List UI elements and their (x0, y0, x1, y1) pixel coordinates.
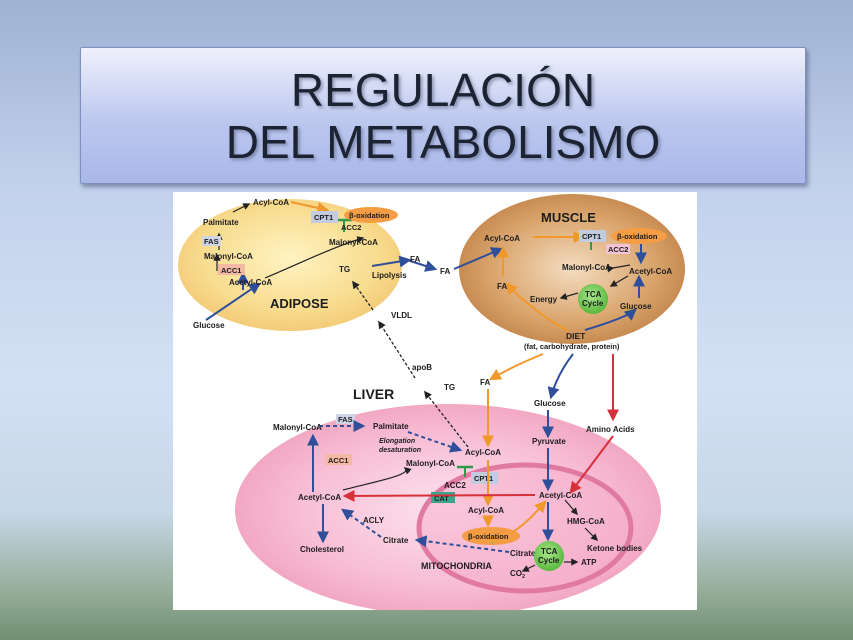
diet-label: DIET (566, 331, 586, 341)
liver-elongation-line1: Elongation (379, 438, 415, 445)
liver-malonyl-coa-2: Malonyl-CoA (406, 459, 455, 468)
fa-to-muscle-arrow (453, 247, 504, 270)
liver-palmitate: Palmitate (373, 422, 409, 431)
diagram-svg: Acyl-CoA Palmitate FAS Malonyl-CoA ACC1 … (178, 194, 685, 610)
liver-mitochondria-label: MITOCHONDRIA (421, 561, 492, 571)
outside-glucose: Glucose (193, 321, 225, 330)
muscle-fa: FA (497, 282, 507, 291)
liver-cpt1: CPT1 (474, 474, 493, 483)
liver-acly: ACLY (363, 516, 385, 525)
liver-citrate-mito: Citrate (510, 549, 536, 558)
muscle-acc2: ACC2 (608, 245, 628, 254)
adipose-arrows (205, 201, 438, 321)
metabolism-diagram: Acyl-CoA Palmitate FAS Malonyl-CoA ACC1 … (173, 192, 697, 610)
liver-elongation-line2: desaturation (379, 447, 421, 454)
liver-cholesterol: Cholesterol (300, 545, 344, 554)
liver-cat: CAT (434, 494, 449, 503)
muscle-cpt1: CPT1 (582, 232, 601, 241)
liver-tca-line1: TCA (541, 547, 558, 556)
muscle-label: MUSCLE (541, 210, 596, 225)
outside-fa: FA (440, 267, 450, 276)
adipose-cpt1: CPT1 (314, 213, 333, 222)
adipose-beta-oxidation-badge (344, 207, 398, 223)
liver-acc1-box (325, 454, 352, 465)
liver-fas: FAS (338, 415, 353, 424)
title-line-1: REGULACIÓN (290, 64, 596, 116)
liver-tca-line2: Cycle (538, 556, 560, 565)
muscle-glucose: Glucose (620, 302, 652, 311)
liver-glucose: Glucose (534, 399, 566, 408)
muscle-acc2-box (606, 244, 630, 254)
liver-citrate-left: Citrate (383, 536, 409, 545)
adipose-beta-oxidation: β-oxidation (349, 211, 390, 220)
liver-acyl-coa: Acyl-CoA (465, 448, 501, 457)
liver-label: LIVER (353, 386, 394, 402)
liver-pyruvate: Pyruvate (532, 437, 566, 446)
muscle-malonyl-coa: Malonyl-CoA (562, 263, 611, 272)
adipose-compartment (178, 199, 402, 331)
muscle-energy: Energy (530, 295, 558, 304)
adipose-lipolysis: Lipolysis (372, 271, 407, 280)
liver-arrows (307, 389, 614, 572)
liver-acc1: ACC1 (328, 456, 348, 465)
muscle-acyl-coa: Acyl-CoA (484, 234, 520, 243)
liver-tca-cycle (534, 541, 564, 571)
muscle-acetyl-coa: Acetyl-CoA (629, 267, 672, 276)
liver-atp: ATP (581, 558, 597, 567)
adipose-acc2: ACC2 (341, 223, 361, 232)
title-line-2: DEL METABOLISMO (225, 116, 661, 168)
adipose-acc1: ACC1 (221, 266, 241, 275)
liver-co2: CO2 (510, 569, 525, 580)
liver-beta-oxidation: β-oxidation (468, 532, 509, 541)
liver-cat-box (431, 492, 455, 503)
muscle-tca-cycle (578, 284, 608, 314)
outside-apob: apoB (412, 363, 432, 372)
liver-co2-main: CO (510, 569, 522, 578)
outside-vldl: VLDL (391, 311, 412, 320)
liver-malonyl-coa: Malonyl-CoA (273, 423, 322, 432)
adipose-fas: FAS (204, 237, 219, 246)
adipose-acetyl-coa: Acetyl-CoA (229, 278, 272, 287)
adipose-palmitate: Palmitate (203, 218, 239, 227)
adipose-malonyl-coa: Malonyl-CoA (204, 252, 253, 261)
muscle-cpt1-box (579, 230, 606, 242)
adipose-malonyl-coa-2: Malonyl-CoA (329, 238, 378, 247)
adipose-fas-box (202, 236, 221, 246)
diet-arrows (488, 353, 619, 422)
liver-cpt1-box (471, 472, 498, 484)
liver-hmg-coa: HMG-CoA (567, 517, 605, 526)
adipose-acyl-coa: Acyl-CoA (253, 198, 289, 207)
liver-acc2: ACC2 (444, 481, 466, 490)
liver-beta-oxidation-badge (462, 527, 520, 545)
diet-sublabel: (fat, carbohydrate, protein) (524, 342, 620, 351)
adipose-label: ADIPOSE (270, 296, 329, 311)
title-box: REGULACIÓN DEL METABOLISMO (80, 47, 806, 184)
muscle-tca-line2: Cycle (582, 299, 604, 308)
muscle-beta-oxidation-badge (611, 228, 667, 244)
liver-fa: FA (480, 378, 490, 387)
liver-acetyl-coa-mito: Acetyl-CoA (539, 491, 582, 500)
adipose-acc1-box (218, 264, 245, 275)
liver-fas-box (336, 414, 355, 424)
muscle-tca-line1: TCA (585, 290, 602, 299)
liver-acyl-coa-mito: Acyl-CoA (468, 506, 504, 515)
vldl-export-arrows (352, 280, 469, 448)
outside-tg: TG (444, 383, 455, 392)
liver-co2-subscript: 2 (522, 574, 525, 580)
liver-amino-acids: Amino Acids (586, 425, 635, 434)
adipose-cpt1-box (311, 211, 338, 223)
adipose-fa: FA (410, 255, 420, 264)
adipose-tg: TG (339, 265, 350, 274)
liver-acetyl-coa-left: Acetyl-CoA (298, 493, 341, 502)
muscle-beta-oxidation: β-oxidation (617, 232, 658, 241)
liver-ketone-bodies: Ketone bodies (587, 544, 643, 553)
